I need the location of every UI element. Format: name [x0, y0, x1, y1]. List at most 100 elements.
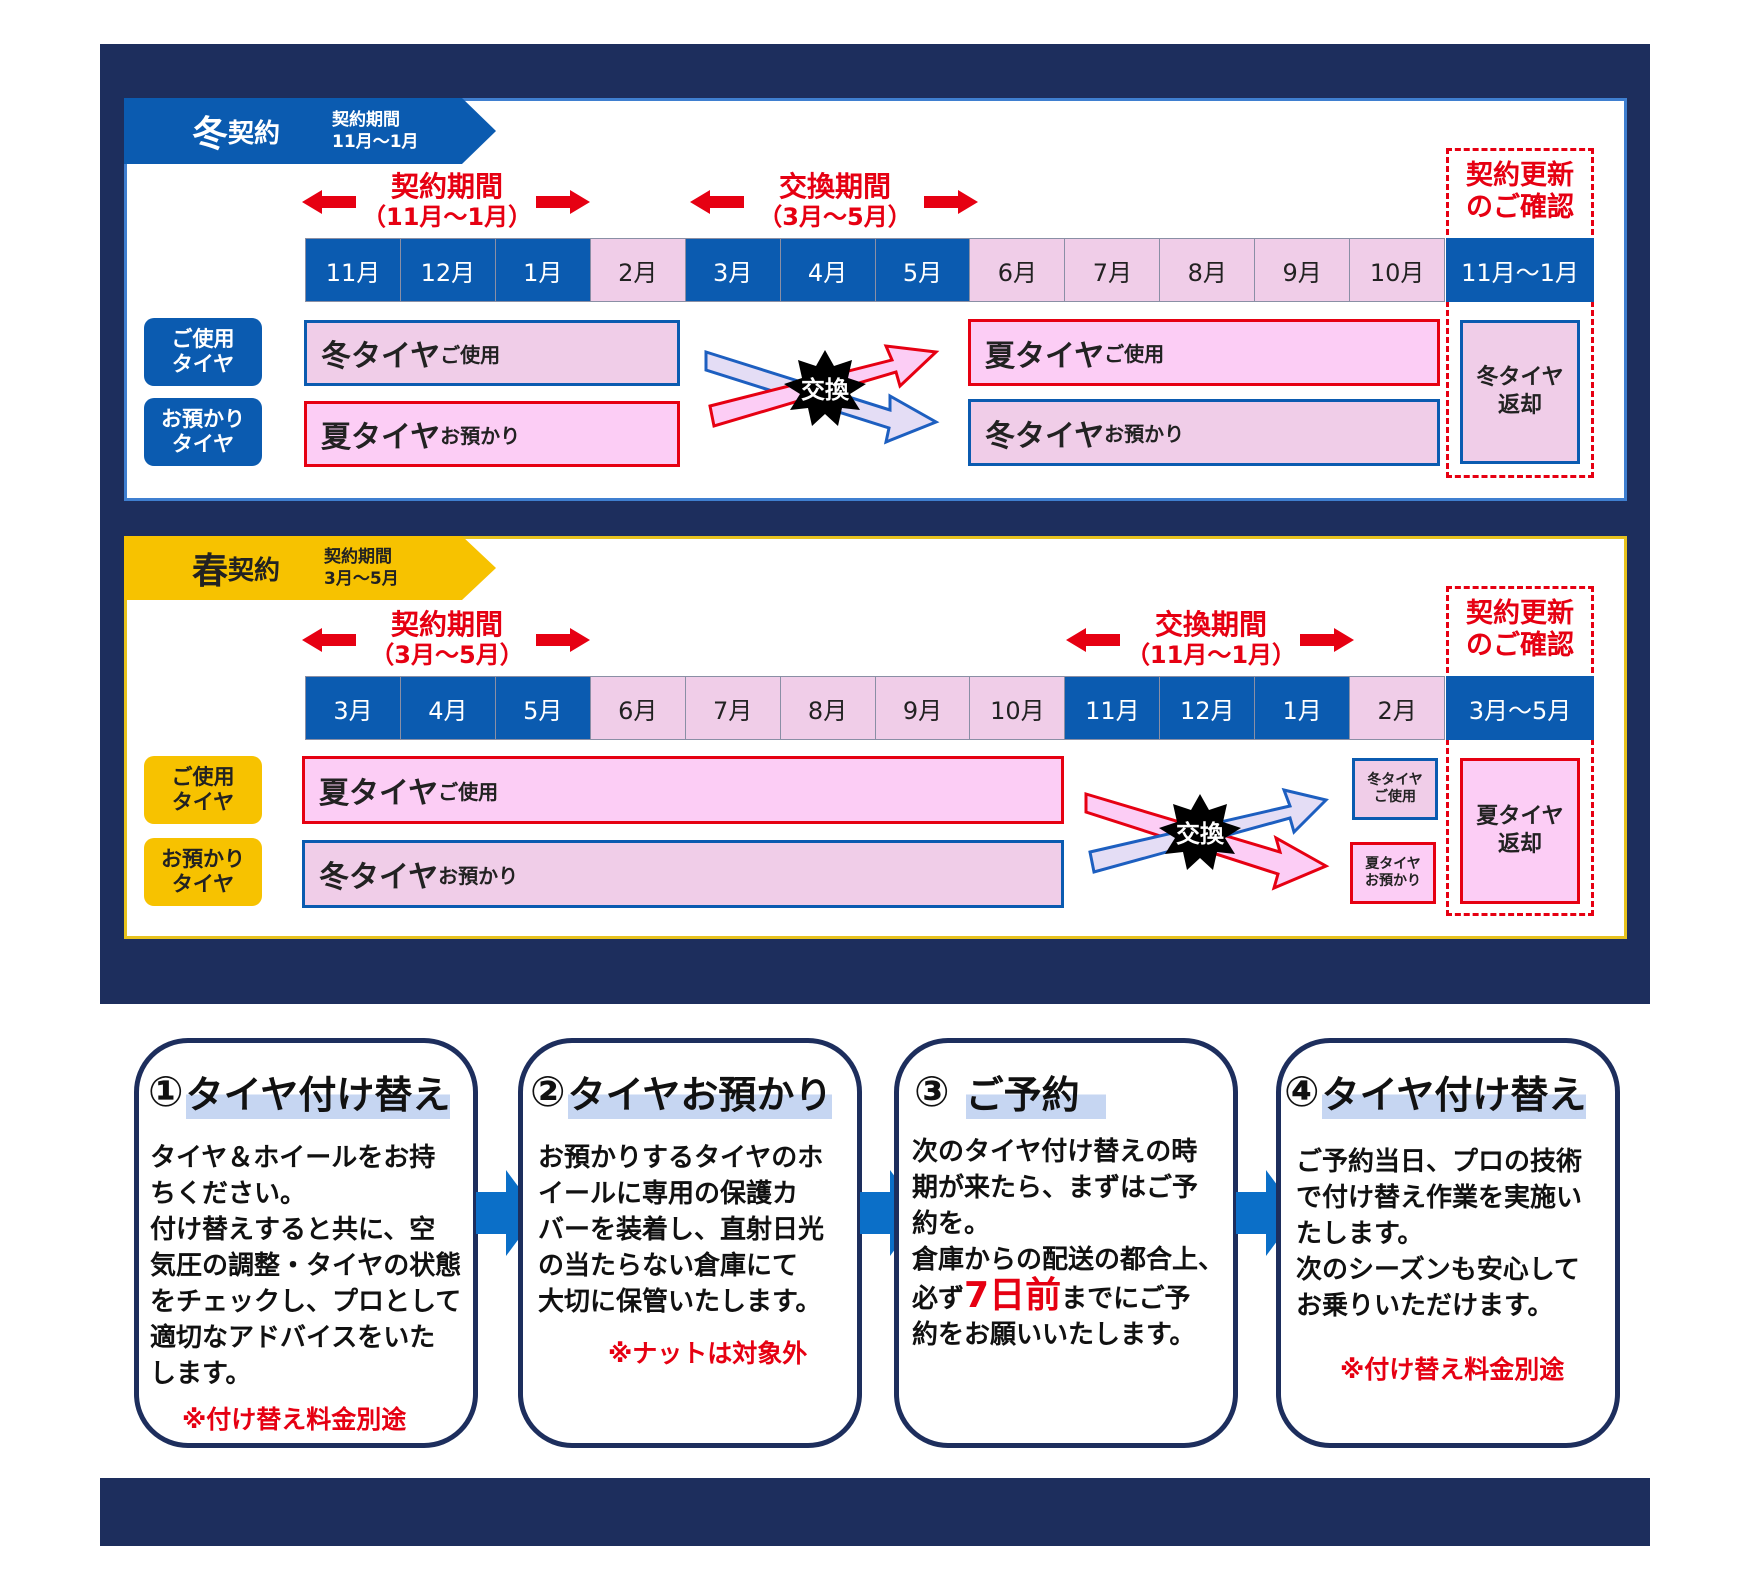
winter-renewal-month: 11月～1月	[1446, 238, 1594, 302]
month-cell: 9月	[1255, 239, 1351, 301]
body-line: 気圧の調整・タイヤの状態	[150, 1251, 462, 1281]
winter-exchange-title: 交換期間	[778, 170, 891, 203]
body-line: イールに専用の保護カ	[538, 1179, 799, 1209]
bar-main-text: 冬タイヤ	[321, 339, 441, 374]
spring-tab-title: 春	[192, 551, 229, 592]
winter-tab-period-value: 11月～1月	[332, 132, 419, 152]
month-cell: 11月	[1065, 677, 1161, 739]
month-cell: 10月	[1350, 239, 1445, 301]
month-cell: 11月	[306, 239, 401, 301]
winter-label-storage: お預かりタイヤ	[144, 398, 262, 466]
month-cell: 1月	[495, 239, 591, 301]
bar-sub-text: お預かり	[1104, 422, 1185, 446]
winter-contract-title: 契約期間	[390, 170, 503, 203]
step-number: ②	[530, 1067, 566, 1116]
step-3-body: 次のタイヤ付け替えの時 期が来たら、まずはご予 約を。 倉庫からの配送の都合上、…	[912, 1134, 1234, 1353]
bar-main-text: 夏タイヤ	[319, 776, 439, 811]
spring-label-in-use: ご使用タイヤ	[144, 756, 262, 824]
spring-tab-period-value: 3月～5月	[324, 569, 399, 589]
winter-exchange-range: （3月～5月）	[758, 203, 912, 231]
month-cell: 1月	[1255, 677, 1351, 739]
spring-exchange-heading: 交換期間 （11月～1月）	[1066, 610, 1356, 674]
body-line: 次のシーズンも安心して	[1296, 1255, 1580, 1285]
step-number: ①	[148, 1067, 184, 1116]
bar-main-text: 夏タイヤ	[985, 338, 1105, 374]
body-line: お乗りいただけます。	[1296, 1291, 1554, 1321]
body-line: たします。	[1296, 1219, 1424, 1249]
step-2-note: ※ナットは対象外	[608, 1339, 808, 1368]
month-cell: 6月	[590, 677, 686, 739]
left-arrow-icon	[302, 190, 356, 214]
spring-tab-period-label: 契約期間	[324, 547, 393, 567]
mini-line: お預かり	[1365, 873, 1421, 889]
spring-renewal-title: 契約更新 のご確認	[1446, 598, 1594, 662]
spring-contract-title: 契約期間	[390, 608, 503, 641]
flow-arrow-icon	[476, 1170, 538, 1256]
winter-renewal-box	[1446, 148, 1594, 478]
body-line: 次のタイヤ付け替えの時	[912, 1137, 1198, 1167]
label-line: タイヤ	[171, 352, 235, 376]
month-cell: 7月	[685, 677, 781, 739]
body-line: タイヤ＆ホイールをお持	[150, 1143, 436, 1173]
label-line: タイヤ	[171, 872, 235, 896]
month-cell: 6月	[970, 239, 1066, 301]
spring-bar-winter-tire-storage: 冬タイヤお預かり	[302, 840, 1064, 908]
winter-tab-title: 冬	[192, 114, 229, 155]
bar-sub-text: お預かり	[438, 863, 519, 888]
bar-main-text: 冬タイヤ	[319, 860, 439, 895]
month-cell: 10月	[970, 677, 1066, 739]
spring-exchange-range: （11月～1月）	[1125, 641, 1297, 669]
winter-contract-heading: 契約期間 （11月～1月）	[302, 172, 592, 236]
month-cell: 12月	[1160, 677, 1256, 739]
bar-sub-text: ご使用	[440, 342, 501, 367]
body-line: ちください。	[150, 1179, 307, 1209]
spring-renewal-line2: のご確認	[1466, 630, 1574, 661]
body-line: 約を。	[912, 1209, 991, 1239]
step-3-title: ③ ご予約	[914, 1064, 1234, 1119]
bar-sub-text: ご使用	[438, 779, 499, 804]
bar-main-text: 冬タイヤ	[985, 418, 1105, 454]
step-number: ④	[1284, 1067, 1320, 1116]
body-line: ご予約当日、プロの技術	[1296, 1147, 1583, 1177]
body-line: 倉庫からの配送の都合上、	[912, 1245, 1225, 1275]
body-line: をチェックし、プロとして	[150, 1287, 462, 1317]
label-line: ご使用	[171, 765, 235, 789]
right-arrow-icon	[1300, 628, 1354, 652]
winter-tab-subtitle: 契約	[228, 118, 281, 149]
bar-sub-text: ご使用	[1104, 342, 1165, 366]
spring-mini-winter-tire-use: 冬タイヤご使用	[1352, 758, 1438, 820]
month-cell: 3月	[685, 239, 781, 301]
highlight-seven-days: 7日前	[964, 1275, 1062, 1316]
body-line: バーを装着し、直射日光	[538, 1215, 825, 1245]
month-cell: 9月	[875, 677, 971, 739]
right-arrow-icon	[536, 628, 590, 652]
label-line: お預かり	[161, 407, 245, 431]
spring-contract-heading: 契約期間 （3月～5月）	[302, 610, 592, 674]
spring-return-line2: 返却	[1497, 832, 1542, 857]
winter-renewal-title: 契約更新 のご確認	[1446, 160, 1594, 224]
winter-tab-shape	[124, 98, 496, 164]
spring-exchange-badge: 交換	[1176, 820, 1225, 848]
winter-renewal-line2: のご確認	[1466, 192, 1574, 223]
body-line: 約をお願いいたします。	[912, 1320, 1196, 1350]
month-cell: 12月	[400, 239, 496, 301]
body-line: 期が来たら、まずはご予	[912, 1173, 1199, 1203]
month-cell: 5月	[495, 677, 591, 739]
month-cell: 8月	[1160, 239, 1256, 301]
left-arrow-icon	[302, 628, 356, 652]
winter-bar-summer-tire-storage: 夏タイヤお預かり	[304, 401, 680, 467]
body-line: で付け替え作業を実施い	[1296, 1183, 1583, 1213]
mini-line: 冬タイヤ	[1367, 772, 1423, 788]
spring-tab-shape	[124, 536, 496, 600]
mini-line: 夏タイヤ	[1365, 856, 1421, 872]
step-1-title: ① タイヤ付け替え	[148, 1064, 478, 1119]
winter-bar-winter-tire-use: 冬タイヤご使用	[304, 320, 680, 386]
winter-exchange-heading: 交換期間 （3月～5月）	[690, 172, 980, 236]
step-title-text: ご予約	[965, 1064, 1106, 1119]
month-cell: 4月	[400, 677, 496, 739]
winter-month-row: 11月 12月 1月 2月 3月 4月 5月 6月 7月 8月 9月 10月	[305, 238, 1445, 302]
winter-label-in-use: ご使用タイヤ	[144, 318, 262, 386]
month-cell: 3月	[306, 677, 401, 739]
step-4-note: ※付け替え料金別途	[1340, 1355, 1565, 1384]
body-line: 必ず7日前までにご予	[912, 1278, 1234, 1317]
